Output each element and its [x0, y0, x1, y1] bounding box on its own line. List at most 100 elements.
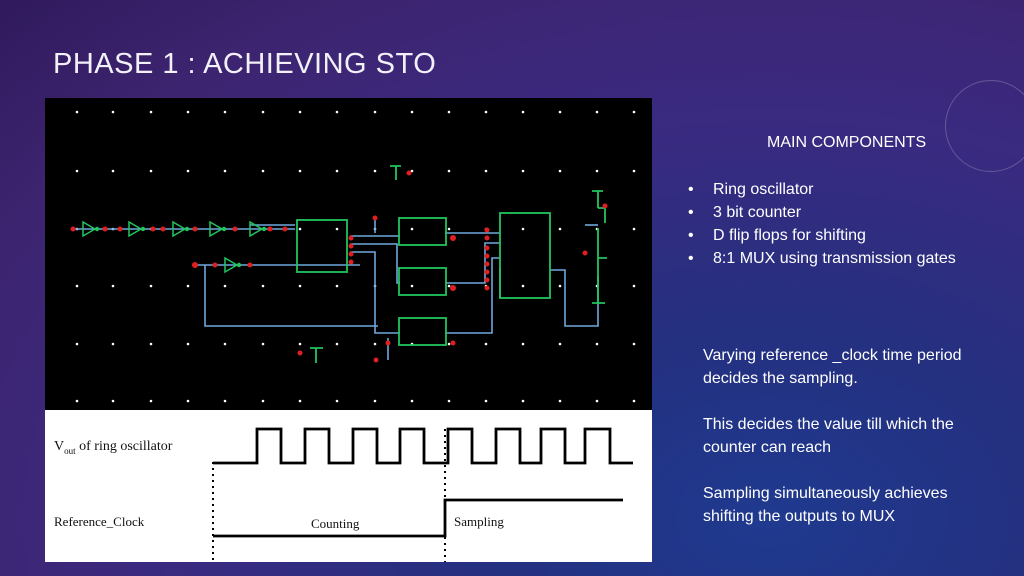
grid-dot	[484, 110, 488, 114]
grid-dot	[186, 169, 190, 173]
grid-dot	[373, 110, 377, 114]
decorative-circle	[945, 80, 1024, 172]
grid-dot	[521, 399, 525, 403]
grid-dot	[410, 227, 414, 231]
grid-dot	[186, 399, 190, 403]
grid-dot	[261, 284, 265, 288]
grid-dot	[558, 284, 562, 288]
grid-dot	[447, 169, 451, 173]
vout-label: Vout of ring oscillator	[54, 439, 173, 456]
grid-dot	[595, 169, 599, 173]
grid-dot	[632, 342, 636, 346]
grid-dot	[335, 227, 339, 231]
grid-dot	[298, 169, 302, 173]
grid-dot	[632, 169, 636, 173]
grid-dot	[632, 399, 636, 403]
list-item: 8:1 MUX using transmission gates	[688, 247, 958, 270]
grid-dot	[298, 110, 302, 114]
grid-dot	[373, 342, 377, 346]
grid-dot	[335, 342, 339, 346]
grid-dot	[223, 110, 227, 114]
mux-block	[499, 212, 551, 299]
counter-block	[296, 219, 348, 273]
grid-dot	[335, 110, 339, 114]
grid-dot	[261, 342, 265, 346]
grid-dot	[149, 284, 153, 288]
grid-dot	[484, 342, 488, 346]
counting-label: Counting	[311, 516, 360, 531]
grid-dot	[447, 399, 451, 403]
slide-title: PHASE 1 : ACHIEVING STO	[53, 48, 437, 80]
grid-dot	[410, 284, 414, 288]
grid-dot	[558, 169, 562, 173]
schematic-svg	[70, 110, 636, 403]
grid-dot	[149, 342, 153, 346]
grid-dot	[111, 284, 115, 288]
grid-dot	[484, 399, 488, 403]
grid-dot	[75, 169, 79, 173]
components-heading: MAIN COMPONENTS	[767, 134, 927, 151]
grid-dot	[521, 284, 525, 288]
grid-dot	[410, 110, 414, 114]
grid-dot	[298, 399, 302, 403]
grid-dot	[111, 399, 115, 403]
grid-dot	[521, 342, 525, 346]
grid-dot	[298, 227, 302, 231]
grid-dot	[111, 110, 115, 114]
ring-oscillator	[82, 220, 264, 274]
grid-dot	[521, 227, 525, 231]
grid-dot	[447, 110, 451, 114]
reference-clock-waveform	[213, 498, 623, 538]
grid-dot	[75, 110, 79, 114]
grid-dot	[186, 110, 190, 114]
sampling-label: Sampling	[454, 514, 504, 529]
reference-clock-label: Reference_Clock	[54, 514, 145, 529]
grid-dot	[595, 342, 599, 346]
list-item: Ring oscillator	[688, 178, 958, 201]
list-item: 3 bit counter	[688, 201, 958, 224]
circuit-schematic	[45, 98, 652, 410]
grid-dot	[632, 227, 636, 231]
grid-dot	[75, 342, 79, 346]
grid-dot	[261, 399, 265, 403]
grid-dot	[447, 227, 451, 231]
grid-dot	[223, 284, 227, 288]
circuit-figure: Vout of ring oscillator Reference_Clock …	[45, 98, 652, 562]
grid-dot	[335, 169, 339, 173]
grid-dot	[186, 342, 190, 346]
grid-dot	[223, 342, 227, 346]
grid-dot	[149, 399, 153, 403]
grid-dot	[298, 342, 302, 346]
note-sampling: Varying reference _clock time period dec…	[703, 347, 962, 387]
grid-dot	[261, 110, 265, 114]
grid-dot	[298, 284, 302, 288]
grid-dot	[149, 169, 153, 173]
grid-dot	[335, 399, 339, 403]
grid-dots	[75, 110, 636, 403]
logic-blocks	[296, 165, 607, 363]
grid-dot	[558, 399, 562, 403]
vout-waveform	[213, 427, 633, 465]
timing-svg: Vout of ring oscillator Reference_Clock …	[54, 427, 633, 562]
grid-dot	[373, 399, 377, 403]
dff-block-1	[398, 217, 447, 246]
grid-dot	[111, 342, 115, 346]
note-counter-limit: This decides the value till which the co…	[703, 416, 954, 456]
grid-dot	[75, 284, 79, 288]
timing-diagram: Vout of ring oscillator Reference_Clock …	[45, 410, 652, 562]
grid-dot	[410, 169, 414, 173]
list-item: D flip flops for shifting	[688, 224, 958, 247]
grid-dot	[223, 399, 227, 403]
inverter-bubbles	[94, 226, 267, 268]
grid-dot	[410, 399, 414, 403]
grid-dot	[595, 110, 599, 114]
grid-dot	[632, 284, 636, 288]
grid-dot	[595, 399, 599, 403]
grid-dot	[558, 342, 562, 346]
grid-dot	[335, 284, 339, 288]
dff-block-3	[398, 317, 447, 346]
components-list: Ring oscillator 3 bit counter D flip flo…	[688, 178, 958, 270]
grid-dot	[447, 284, 451, 288]
grid-dot	[111, 169, 115, 173]
grid-dot	[484, 169, 488, 173]
